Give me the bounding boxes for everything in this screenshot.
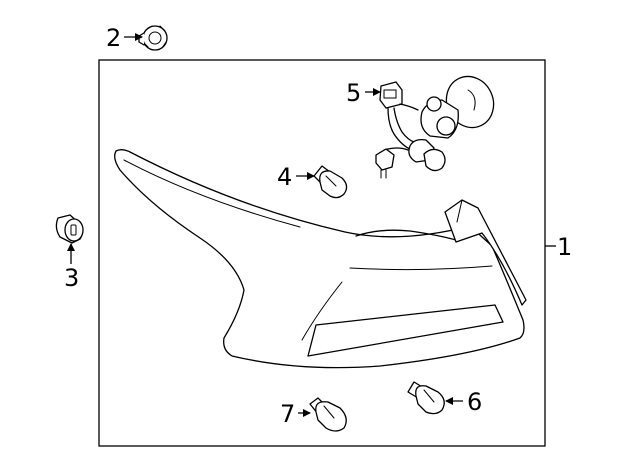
callout-2: 2 xyxy=(106,24,121,52)
callout-3: 3 xyxy=(64,264,79,292)
callout-6: 6 xyxy=(467,388,482,416)
callout-5: 5 xyxy=(346,79,361,107)
tail-lamp-assembly[interactable] xyxy=(114,149,527,369)
assembly-frame xyxy=(98,59,546,447)
wedge-bulb-4[interactable] xyxy=(313,165,348,199)
push-clip[interactable] xyxy=(138,25,168,51)
callout-7: 7 xyxy=(280,400,295,428)
wedge-bulb-7[interactable] xyxy=(309,397,347,432)
callout-1: 1 xyxy=(557,233,572,261)
grommet[interactable] xyxy=(55,214,84,244)
wedge-bulb-6[interactable] xyxy=(407,381,445,415)
socket-and-wire-harness[interactable] xyxy=(375,69,502,179)
callout-4: 4 xyxy=(277,163,292,191)
